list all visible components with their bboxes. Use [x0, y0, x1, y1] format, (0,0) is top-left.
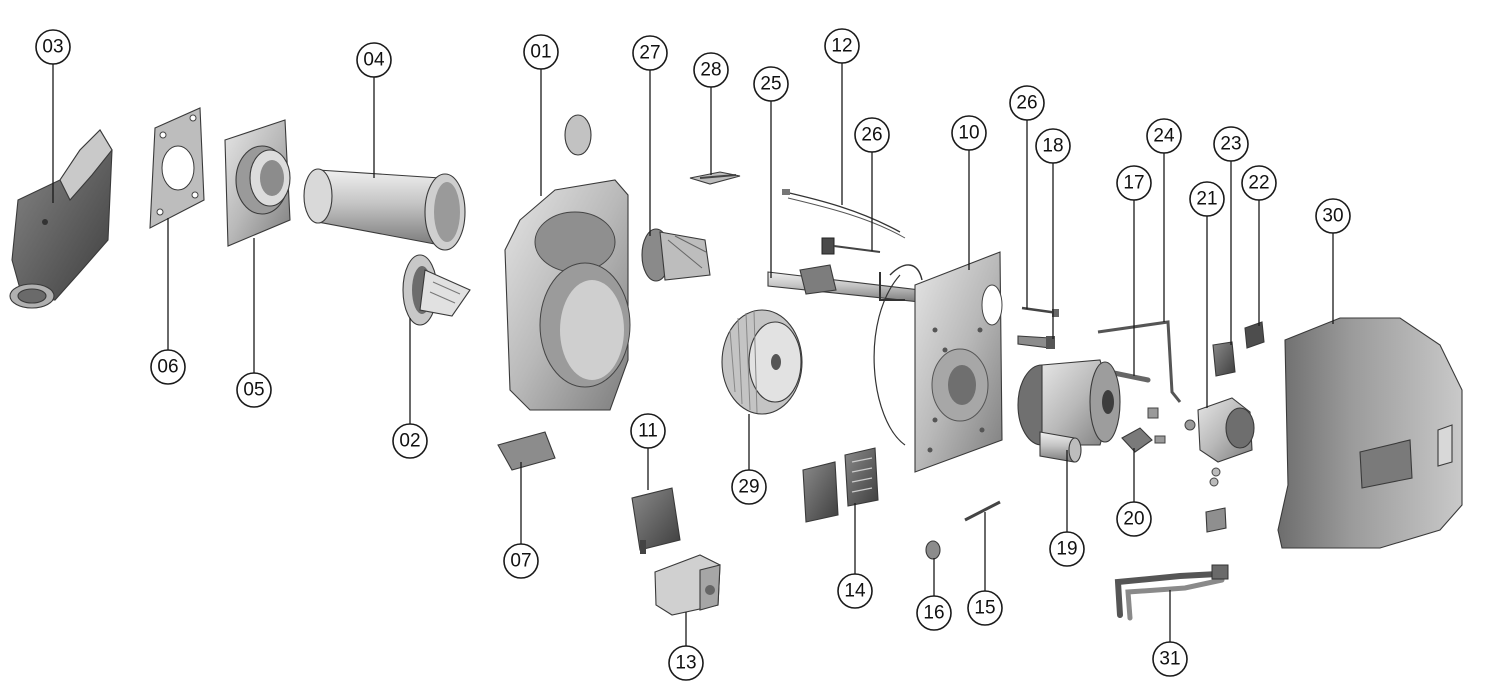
- part-03-air-inlet: [9, 129, 113, 309]
- callout-15: 15: [967, 590, 1003, 626]
- part-11-control-box: [631, 487, 681, 554]
- callout-21: 21: [1189, 181, 1225, 217]
- callout-20: 20: [1116, 501, 1152, 537]
- part-30-cover: [1277, 317, 1463, 549]
- part-10-mounting-plate: [873, 251, 1003, 473]
- leader-lines: [52, 63, 1334, 646]
- svg-text:18: 18: [1042, 136, 1063, 157]
- part-16-disc: [925, 540, 941, 560]
- callout-17: 17: [1116, 165, 1152, 201]
- svg-text:16: 16: [923, 603, 944, 624]
- svg-text:01: 01: [530, 42, 551, 63]
- callout-18: 18: [1035, 128, 1071, 164]
- svg-text:31: 31: [1159, 649, 1180, 670]
- part-06-gasket: [149, 107, 205, 229]
- part-28-electrode-holder: [689, 171, 741, 185]
- callout-30: 30: [1315, 198, 1351, 234]
- part-07-plate: [497, 431, 556, 471]
- callout-28: 28: [693, 52, 729, 88]
- svg-text:11: 11: [638, 421, 658, 442]
- svg-text:28: 28: [700, 60, 721, 81]
- callout-10: 10: [951, 115, 987, 151]
- parts-layer: [9, 107, 1463, 621]
- svg-text:19: 19: [1056, 539, 1077, 560]
- svg-text:10: 10: [958, 123, 979, 144]
- svg-text:29: 29: [738, 477, 759, 498]
- svg-text:17: 17: [1123, 173, 1144, 194]
- callout-24: 24: [1146, 118, 1182, 154]
- part-19-motor: [1017, 359, 1121, 463]
- callout-19: 19: [1049, 531, 1085, 567]
- part-01-housing: [504, 179, 631, 411]
- svg-text:25: 25: [760, 74, 781, 95]
- part-27-air-damper: [641, 228, 711, 282]
- part-15-screw: [964, 500, 1001, 522]
- part-21-oil-pump: [1184, 397, 1255, 533]
- svg-text:05: 05: [243, 380, 264, 401]
- callout-27: 27: [632, 35, 668, 71]
- part-22-connector: [1244, 321, 1265, 349]
- callout-16: 16: [916, 595, 952, 631]
- part-23-solenoid-coil: [1212, 341, 1236, 377]
- callout-26-lower: 26: [1009, 85, 1045, 121]
- callout-23: 23: [1213, 126, 1249, 162]
- part-14-terminal-blocks: [802, 447, 879, 523]
- part-20-coupling: [1121, 407, 1166, 453]
- part-05-flange: [224, 119, 291, 247]
- callout-25: 25: [753, 66, 789, 102]
- part-26-electrode-lead: [821, 237, 881, 255]
- callout-13: 13: [668, 645, 704, 681]
- callout-12: 12: [824, 28, 860, 64]
- svg-text:23: 23: [1220, 134, 1241, 155]
- callout-29: 29: [731, 469, 767, 505]
- svg-text:12: 12: [831, 36, 852, 57]
- svg-text:15: 15: [974, 598, 995, 619]
- svg-text:24: 24: [1153, 126, 1175, 147]
- part-12-ignition-cable: [782, 189, 906, 239]
- part-29-fan-wheel: [721, 309, 803, 415]
- callout-06: 06: [150, 349, 186, 385]
- svg-text:07: 07: [510, 551, 531, 572]
- part-02-diffuser: [402, 254, 471, 326]
- svg-text:04: 04: [363, 50, 385, 71]
- svg-text:02: 02: [399, 431, 420, 452]
- svg-text:20: 20: [1123, 509, 1144, 530]
- part-04-blast-tube: [303, 168, 466, 251]
- callout-14: 14: [837, 573, 873, 609]
- part-25-nozzle-holder: [767, 264, 923, 303]
- part-31-oil-hoses: [1114, 564, 1229, 621]
- svg-text:27: 27: [639, 43, 660, 64]
- svg-text:26: 26: [861, 125, 882, 146]
- callout-03: 03: [35, 29, 71, 65]
- callout-07: 07: [503, 543, 539, 579]
- callout-26-upper: 26: [854, 117, 890, 153]
- callout-05: 05: [236, 372, 272, 408]
- callout-04: 04: [356, 42, 392, 78]
- part-01-ring: [564, 114, 592, 156]
- part-18-fitting: [1017, 335, 1055, 349]
- callout-01: 01: [523, 34, 559, 70]
- svg-text:03: 03: [42, 37, 63, 58]
- callouts: 03 06 05 04 02 01 07 27 28 11 13 25 12 2…: [35, 28, 1351, 681]
- part-13-control-base: [654, 554, 721, 616]
- svg-text:13: 13: [675, 653, 696, 674]
- svg-text:30: 30: [1322, 206, 1343, 227]
- svg-text:21: 21: [1196, 189, 1217, 210]
- part-24-oil-pipe: [1097, 320, 1182, 403]
- callout-31: 31: [1152, 641, 1188, 677]
- callout-11: 11: [630, 413, 666, 449]
- svg-text:22: 22: [1248, 173, 1269, 194]
- svg-text:06: 06: [157, 357, 178, 378]
- callout-22: 22: [1241, 165, 1277, 201]
- svg-text:26: 26: [1016, 93, 1037, 114]
- svg-text:14: 14: [844, 581, 866, 602]
- callout-02: 02: [392, 423, 428, 459]
- part-26-screw: [1021, 306, 1059, 317]
